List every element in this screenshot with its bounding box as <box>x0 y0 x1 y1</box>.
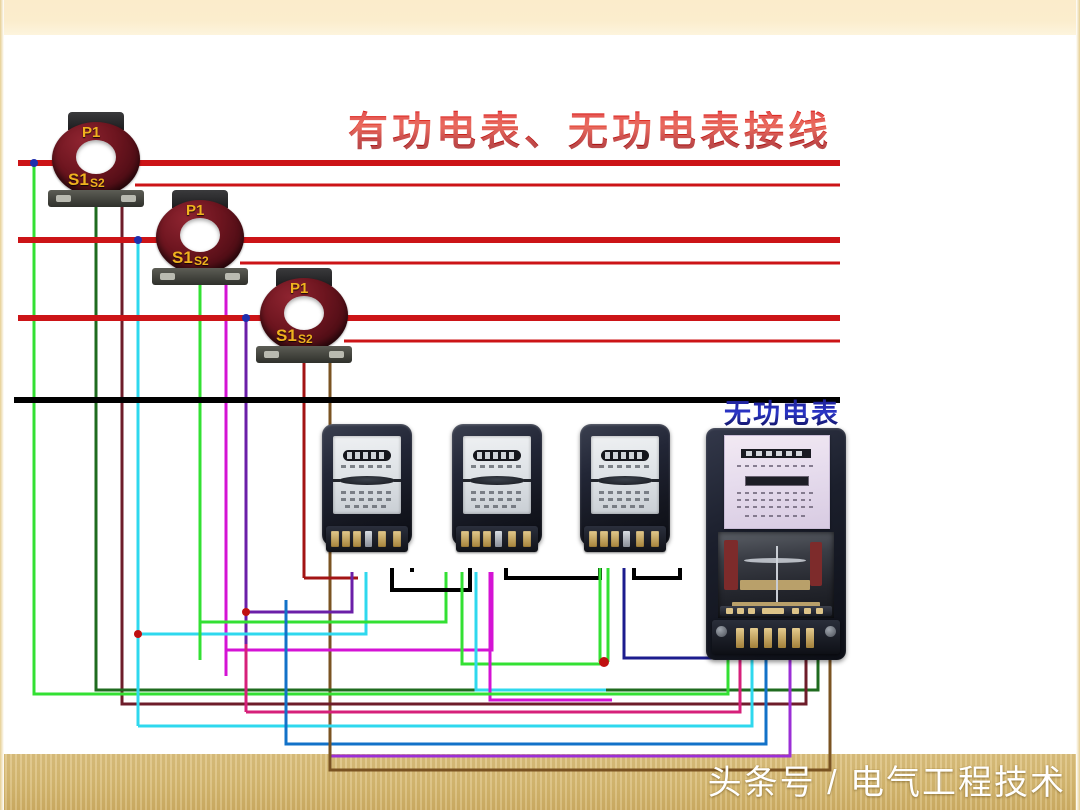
meter-register <box>473 450 521 461</box>
ct-s1-label: S1 <box>172 248 193 267</box>
reactive-meter-nameplate <box>724 435 830 529</box>
ct-s2-label: S2 <box>298 332 313 346</box>
ct-s1-label: S1 <box>68 170 89 189</box>
ct-aperture <box>284 296 324 330</box>
ct-mounting-base <box>48 190 144 207</box>
meter-faceplate <box>591 436 659 514</box>
meter-disc-window <box>333 476 401 485</box>
reactive-meter-inner-terminals <box>720 606 832 616</box>
reactive-energy-meter[interactable] <box>706 428 846 660</box>
meter-register <box>601 450 649 461</box>
ct-mounting-base <box>256 346 352 363</box>
ct-p1-label: P1 <box>290 280 309 297</box>
meter-terminal-block[interactable] <box>326 526 408 552</box>
left-edge-gradient <box>0 0 4 810</box>
active-energy-meter-2[interactable] <box>452 424 542 564</box>
ct-s2-label: S2 <box>194 254 209 268</box>
watermark-credit: 头条号 / 电气工程技术 <box>707 764 1066 802</box>
current-transformer-1[interactable]: P1 S1 S2 <box>44 108 148 216</box>
meter-disc-window <box>463 476 531 485</box>
ct-p1-label: P1 <box>186 202 205 219</box>
right-edge-gradient <box>1076 0 1080 810</box>
top-decorative-band <box>0 0 1080 35</box>
ct-aperture <box>76 140 116 174</box>
meter-faceplate <box>463 436 531 514</box>
meter-faceplate <box>333 436 401 514</box>
active-energy-meter-1[interactable] <box>322 424 412 564</box>
ct-mounting-base <box>152 268 248 285</box>
ct-aperture <box>180 218 220 252</box>
ct-p1-label: P1 <box>82 124 101 141</box>
ct-s2-label: S2 <box>90 176 105 190</box>
page-title: 有功电表、无功电表接线 <box>330 108 850 156</box>
meter-register <box>343 450 391 461</box>
current-transformer-2[interactable]: P1 S1 S2 <box>148 186 252 294</box>
reactive-meter-disc-slot <box>745 476 809 486</box>
reactive-meter-mechanism <box>718 532 834 618</box>
meter-terminal-block[interactable] <box>456 526 538 552</box>
bottom-decorative-band <box>0 754 1080 810</box>
current-transformer-3[interactable]: P1 S1 S2 <box>252 264 356 372</box>
meter-disc-window <box>591 476 659 485</box>
reactive-meter-register <box>741 449 811 458</box>
reactive-meter-label: 无功电表 <box>712 398 852 430</box>
reactive-meter-terminal-block[interactable] <box>712 620 840 654</box>
active-energy-meter-3[interactable] <box>580 424 670 564</box>
meter-terminal-block[interactable] <box>584 526 666 552</box>
ct-s1-label: S1 <box>276 326 297 345</box>
